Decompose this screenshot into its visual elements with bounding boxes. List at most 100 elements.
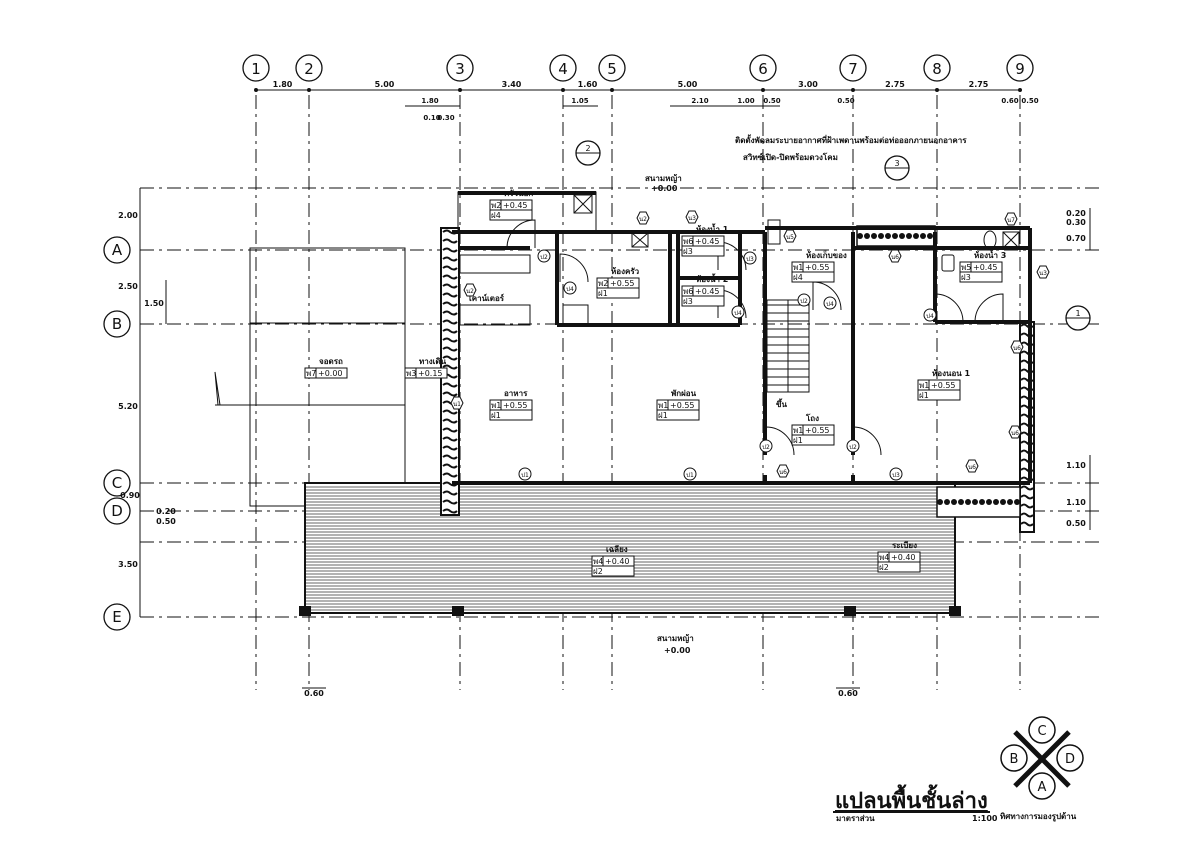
window-tag-label: น6 <box>891 254 899 261</box>
stone-texture <box>1020 494 1034 500</box>
grid-column-bubble <box>446 54 474 82</box>
sub-dimension-value: 0.10 <box>423 114 440 122</box>
left-dimension-value: 2.50 <box>118 282 138 291</box>
door-swing <box>934 293 964 323</box>
window-tag <box>776 464 790 478</box>
door-tag <box>823 296 837 310</box>
grid-row-label: B <box>112 315 122 333</box>
floor-level: +0.40 <box>605 557 630 566</box>
stone-texture <box>1020 512 1034 518</box>
elevation-direction-compass: C B D A ทิศทางการมองรูปด้าน <box>1000 716 1084 822</box>
lawn-bottom-level: +0.00 <box>664 646 691 655</box>
window-tag <box>783 229 797 243</box>
window-tag <box>888 249 902 263</box>
door-tag-label: ป1 <box>521 472 529 479</box>
ceiling-code: ฝ3 <box>683 247 693 256</box>
window-tag <box>1036 265 1050 279</box>
floor-level: +0.55 <box>503 401 528 410</box>
section-marker-number: 2 <box>585 144 590 153</box>
grid-row-bubble <box>103 469 131 497</box>
stone-texture <box>442 346 458 352</box>
note-line-2: สวิทซ์เปิด-ปิดพร้อมดวงโคม <box>743 152 838 162</box>
door-tag <box>759 439 773 453</box>
planter-shrub <box>1007 499 1013 505</box>
sub-dimension-value: 1.05 <box>571 97 588 105</box>
lawn-bottom-label: สนามหญ้า <box>657 633 694 644</box>
title-block: แปลนพื้นชั้นล่าง มาตราส่วน 1:100 <box>833 784 998 823</box>
floor-level: +0.00 <box>318 369 343 378</box>
stone-texture <box>442 355 458 361</box>
grid-column-label: 7 <box>848 60 858 78</box>
floor-level: +0.55 <box>670 401 695 410</box>
door-swing <box>506 219 536 249</box>
deck-post <box>844 606 856 616</box>
planter-shrub <box>1014 499 1020 505</box>
planter-shrub <box>927 233 933 239</box>
dimension-node <box>458 88 462 92</box>
grid-row-bubble <box>103 236 131 264</box>
drawing-title: แปลนพื้นชั้นล่าง <box>835 784 988 814</box>
counter-outline <box>459 304 531 326</box>
door-tag-label: ป4 <box>734 310 742 317</box>
room-name: ห้องครัว <box>611 266 640 276</box>
door-tag <box>731 305 745 319</box>
door-swing <box>559 253 589 283</box>
door-tag-label: ป4 <box>926 313 934 320</box>
door-tag-label: ป2 <box>849 444 857 451</box>
room-name: โถง <box>805 413 819 423</box>
floor-code: พ6 <box>683 287 693 296</box>
stone-texture <box>442 328 458 334</box>
dimension-node <box>254 88 258 92</box>
planter-bottom <box>936 486 1021 518</box>
room-tag-box <box>791 271 835 283</box>
window-tag-label: น3 <box>1039 270 1047 277</box>
stone-texture <box>442 301 458 307</box>
stone-texture <box>442 445 458 451</box>
ceiling-code: ฝ1 <box>793 436 803 445</box>
top-dimension-value: 2.75 <box>885 80 905 89</box>
window-tag <box>636 211 650 225</box>
ramp-arrow <box>214 371 221 406</box>
counter-outline <box>459 254 531 274</box>
stone-texture <box>442 265 458 271</box>
ceiling-code: ฝ2 <box>593 567 603 576</box>
sub-dimension-value: 0.50 <box>763 97 780 105</box>
room-tag-box <box>681 245 725 257</box>
grid-row-label: D <box>111 502 123 520</box>
planter-shrub <box>979 499 985 505</box>
room-tag-box <box>489 409 533 421</box>
floor-code: พ2 <box>598 279 608 288</box>
sub-dimension-value: 0.50 <box>837 97 854 105</box>
floor-level: +0.55 <box>610 279 635 288</box>
sub-dimension-value: 0.50 <box>1021 97 1038 105</box>
grid-column-label: 1 <box>251 60 261 78</box>
left-dimension-value: 5.20 <box>118 402 138 411</box>
ceiling-code: ฝ2 <box>879 563 889 572</box>
planter-shrub <box>951 499 957 505</box>
building-walls: 123 <box>214 140 1091 616</box>
grid-row-label: A <box>112 241 123 259</box>
door-tag <box>563 281 577 295</box>
grid-row-bubble <box>103 603 131 631</box>
scale-value: 1:100 <box>972 814 998 823</box>
compass-d: D <box>1065 752 1075 767</box>
door-tag <box>889 467 903 481</box>
room-name: ห้องนอน 1 <box>932 368 971 378</box>
grid-column-label: 4 <box>558 60 568 78</box>
room-tag-box <box>489 209 533 221</box>
dimension-node <box>610 88 614 92</box>
ceiling-code: ฝ4 <box>793 273 803 282</box>
left-dimension-value: 3.50 <box>118 560 138 569</box>
scale-label: มาตราส่วน <box>836 814 875 823</box>
planter-shrub <box>993 499 999 505</box>
planter-shrub <box>878 233 884 239</box>
